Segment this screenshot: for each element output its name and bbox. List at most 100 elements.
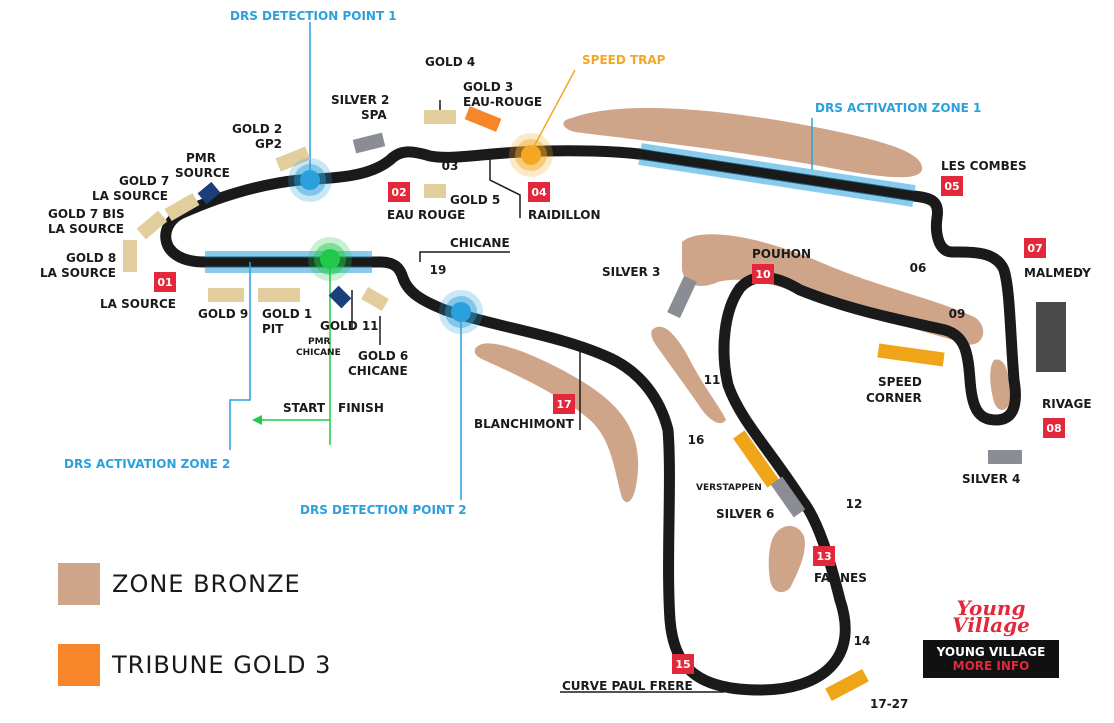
label-gold9: GOLD 9: [198, 307, 248, 321]
legend-gold3: TRIBUNE GOLD 3: [58, 644, 331, 686]
young-village-button-title: YOUNG VILLAGE: [936, 645, 1046, 659]
young-village-more-info-button[interactable]: YOUNG VILLAGE MORE INFO: [923, 640, 1059, 678]
drs-activation-zone-1-core: [639, 149, 915, 201]
bronze-zone-fagnes[interactable]: [768, 525, 805, 593]
corner-number-01: 01: [157, 276, 172, 289]
legend-gold3-swatch: [58, 644, 100, 686]
corner-number-13: 13: [816, 550, 831, 563]
grandstand-verstappen[interactable]: [733, 430, 779, 488]
corner-badge-05[interactable]: [941, 176, 963, 196]
speed-trap-marker[interactable]: [509, 133, 553, 177]
label-chicane: CHICANE: [450, 236, 510, 250]
corner-badge-17[interactable]: [553, 394, 575, 414]
drs-detection-point-2-marker[interactable]: [439, 290, 483, 334]
young-village-logo-line1: Young: [956, 596, 1026, 620]
grandstand-silver3[interactable]: [667, 275, 697, 319]
corner-badge-01[interactable]: [154, 272, 176, 292]
label-drs-activation-1: DRS ACTIVATION ZONE 1: [815, 101, 981, 115]
label-raidillon: RAIDILLON: [528, 208, 601, 222]
turn-16: 16: [688, 433, 705, 447]
corner-number-08: 08: [1046, 422, 1061, 435]
label-gold7-line2: LA SOURCE: [92, 189, 168, 203]
legend-bronze: ZONE BRONZE: [58, 563, 301, 605]
label-gold11: GOLD 11: [320, 319, 379, 333]
grandstand-pmr-chicane[interactable]: [328, 285, 352, 309]
label-gold1-line2: PIT: [262, 322, 284, 336]
label-silver6: SILVER 6: [716, 507, 774, 521]
corner-badge-04[interactable]: [528, 182, 550, 202]
bronze-zone-kemmel[interactable]: [563, 107, 923, 178]
label-pouhon: POUHON: [752, 247, 811, 261]
label-drs-detection-2: DRS DETECTION POINT 2: [300, 503, 467, 517]
label-speed-corner-line1: SPEED: [878, 375, 922, 389]
turn-06: 06: [910, 261, 927, 275]
grandstand-gold1[interactable]: [258, 288, 300, 302]
corner-number-04: 04: [531, 186, 547, 199]
bronze-zone-rivage[interactable]: [990, 359, 1010, 410]
bronze-zone-silver3-bank[interactable]: [651, 326, 726, 424]
grandstand-silver2[interactable]: [352, 132, 386, 154]
corner-badges: 01 02 04 05 07 08 10 13 15 17: [154, 176, 1065, 674]
circuit-track: [160, 145, 1021, 696]
grandstand-gold9[interactable]: [208, 288, 244, 302]
drs-detection-point-1-marker[interactable]: [288, 158, 332, 202]
grandstand-gold7bis[interactable]: [136, 210, 168, 240]
label-pmr-chicane-line1: PMR: [308, 337, 331, 347]
grandstands: [123, 106, 1066, 702]
grandstand-gold7[interactable]: [164, 192, 200, 222]
corner-number-15: 15: [675, 658, 690, 671]
label-gold8-line1: GOLD 8: [66, 251, 116, 265]
turn-03: 03: [442, 159, 459, 173]
grandstand-gold5[interactable]: [424, 184, 446, 198]
corner-number-10: 10: [755, 268, 771, 281]
grandstand-malmedy[interactable]: [1036, 302, 1066, 372]
label-gold2-line1: GOLD 2: [232, 122, 282, 136]
label-gold8-line2: LA SOURCE: [40, 266, 116, 280]
turn-14: 14: [854, 634, 871, 648]
label-gold7bis-line2: LA SOURCE: [48, 222, 124, 236]
grandstand-17-27[interactable]: [825, 668, 869, 702]
grandstand-pmr-source[interactable]: [197, 181, 221, 205]
corner-badge-08[interactable]: [1043, 418, 1065, 438]
grandstand-silver6[interactable]: [770, 476, 806, 518]
label-silver2-line2: SPA: [361, 108, 387, 122]
label-la-source: LA SOURCE: [100, 297, 176, 311]
grandstand-gold8[interactable]: [123, 240, 137, 272]
corner-badge-10[interactable]: [752, 264, 774, 284]
corner-badge-02[interactable]: [388, 182, 410, 202]
grandstand-speed-corner[interactable]: [877, 343, 945, 367]
corner-badge-15[interactable]: [672, 654, 694, 674]
start-finish-marker[interactable]: [308, 237, 352, 281]
label-17-27: 17-27: [870, 697, 908, 711]
label-gold3-line1: GOLD 3: [463, 80, 513, 94]
grandstand-silver4[interactable]: [988, 450, 1022, 464]
corner-number-17: 17: [556, 398, 571, 411]
bronze-zone-blanchimont[interactable]: [474, 343, 639, 503]
label-gold2-line2: GP2: [255, 137, 282, 151]
turn-11: 11: [704, 373, 721, 387]
label-drs-activation-2: DRS ACTIVATION ZONE 2: [64, 457, 230, 471]
label-finish: FINISH: [338, 401, 384, 415]
label-speed-corner-line2: CORNER: [866, 391, 922, 405]
label-gold5: GOLD 5: [450, 193, 500, 207]
label-gold1-line1: GOLD 1: [262, 307, 312, 321]
young-village-logo-line2: Village: [952, 613, 1030, 637]
corner-number-05: 05: [944, 180, 959, 193]
grandstand-gold2[interactable]: [275, 146, 311, 172]
corner-badge-07[interactable]: [1024, 238, 1046, 258]
legend-bronze-label: ZONE BRONZE: [112, 570, 301, 598]
label-blanchimont: BLANCHIMONT: [474, 417, 575, 431]
grandstand-gold3[interactable]: [464, 106, 502, 132]
label-rivage: RIVAGE: [1042, 397, 1092, 411]
label-pmr-chicane-line2: CHICANE: [296, 348, 341, 358]
label-fagnes: FAGNES: [814, 571, 867, 585]
legend-gold3-label: TRIBUNE GOLD 3: [112, 651, 332, 679]
grandstand-gold4[interactable]: [424, 110, 456, 124]
corner-badge-13[interactable]: [813, 546, 835, 566]
turn-numbers: 03 06 09 11 12 14 16 19: [430, 159, 966, 648]
label-gold4: GOLD 4: [425, 55, 475, 69]
label-verstappen: VERSTAPPEN: [696, 483, 762, 493]
young-village-panel: Young Village YOUNG VILLAGE MORE INFO: [923, 598, 1059, 678]
label-start: START: [283, 401, 326, 415]
grandstand-gold6[interactable]: [361, 286, 389, 312]
